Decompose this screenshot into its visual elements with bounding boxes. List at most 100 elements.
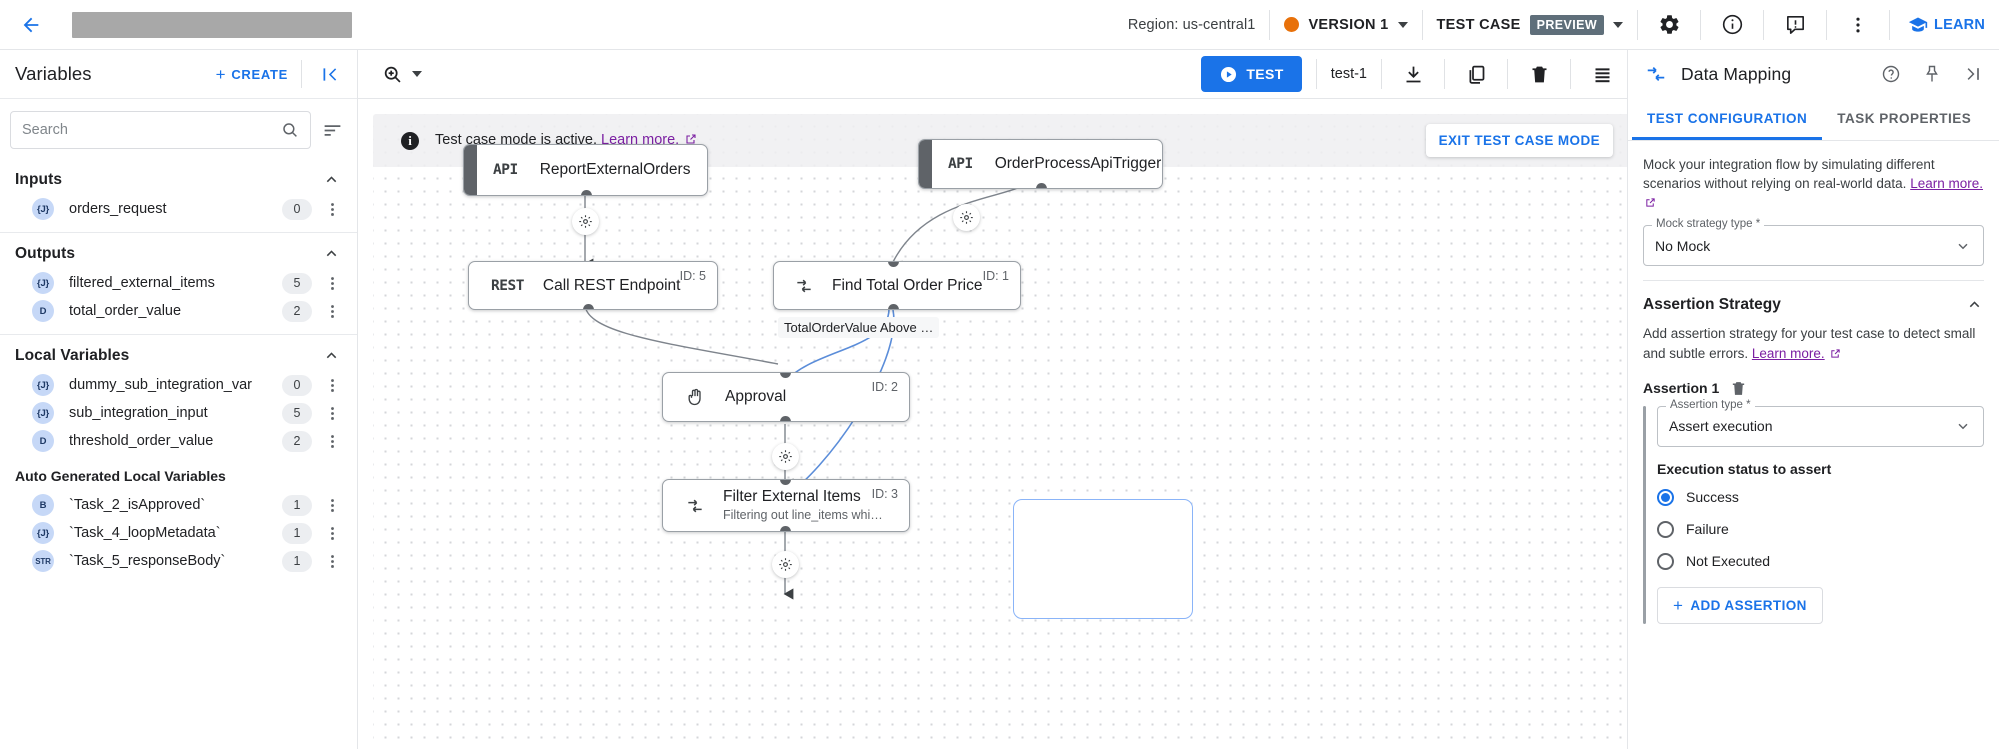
chevron-down-icon <box>1954 237 1972 255</box>
feedback-icon[interactable] <box>1778 8 1812 42</box>
list-item[interactable]: {J} filtered_external_items 5 <box>0 269 357 297</box>
list-item[interactable]: B `Task_2_isApproved` 1 <box>0 491 357 519</box>
row-kebab-icon[interactable] <box>321 525 343 542</box>
download-icon[interactable] <box>1396 57 1430 91</box>
node-order-process-api-trigger[interactable]: API OrderProcessApiTrigger <box>918 139 1163 189</box>
section-header-inputs[interactable]: Inputs <box>0 159 357 195</box>
row-kebab-icon[interactable] <box>321 497 343 514</box>
list-item[interactable]: {J} orders_request 0 <box>0 195 357 223</box>
node-approval[interactable]: Approval ID: 2 <box>662 372 910 422</box>
edge-condition-label[interactable]: TotalOrderValue Above … <box>778 317 940 338</box>
radio-button[interactable] <box>1657 552 1674 570</box>
gear-icon[interactable] <box>1652 8 1686 42</box>
type-badge: {J} <box>32 272 54 294</box>
edge-gear-icon[interactable] <box>572 208 599 235</box>
edge-gear-icon[interactable] <box>772 551 799 578</box>
chevron-down-icon <box>1954 417 1972 435</box>
divider <box>1315 59 1317 89</box>
list-item[interactable]: STR `Task_5_responseBody` 1 <box>0 547 357 575</box>
list-item[interactable]: {J} sub_integration_input 5 <box>0 399 357 427</box>
run-test-button[interactable]: TEST <box>1201 56 1302 92</box>
delete-assertion-icon[interactable] <box>1730 380 1747 397</box>
row-kebab-icon[interactable] <box>321 377 343 394</box>
collapse-right-icon[interactable] <box>1959 60 1987 88</box>
list-item[interactable]: D threshold_order_value 2 <box>0 427 357 455</box>
add-assertion-button[interactable]: + ADD ASSERTION <box>1657 586 1823 624</box>
collapse-sidebar-icon[interactable] <box>315 59 345 89</box>
radio-label: Not Executed <box>1686 553 1771 570</box>
selected-node-outline[interactable] <box>1013 499 1193 619</box>
row-kebab-icon[interactable] <box>321 553 343 570</box>
node-input-port[interactable] <box>780 480 791 485</box>
node-title: Filter External Items <box>723 487 861 505</box>
node-filter-external-items[interactable]: Filter External Items Filtering out line… <box>662 479 910 532</box>
assertion-type-select[interactable]: Assert execution <box>1657 405 1984 447</box>
variables-list[interactable]: Inputs {J} orders_request 0 Outputs <box>0 159 357 749</box>
create-variable-button[interactable]: + CREATE <box>216 66 288 83</box>
list-item[interactable]: D total_order_value 2 <box>0 297 357 325</box>
node-output-port[interactable] <box>1036 183 1047 188</box>
radio-option-not-executed[interactable]: Not Executed <box>1657 550 1984 573</box>
flow-canvas[interactable]: i Test case mode is active. Learn more. … <box>373 114 1627 749</box>
info-icon[interactable] <box>1715 8 1749 42</box>
radio-option-failure[interactable]: Failure <box>1657 518 1984 541</box>
version-selector[interactable]: VERSION 1 <box>1284 17 1408 33</box>
mock-strategy-select[interactable]: No Mock <box>1643 225 1984 267</box>
node-call-rest-endpoint[interactable]: REST Call REST Endpoint ID: 5 <box>468 261 718 310</box>
search-box[interactable] <box>10 111 311 149</box>
sort-icon[interactable] <box>319 117 345 143</box>
exit-test-case-mode-button[interactable]: EXIT TEST CASE MODE <box>1425 124 1613 157</box>
test-button-label: TEST <box>1246 66 1284 82</box>
row-kebab-icon[interactable] <box>321 303 343 320</box>
radio-option-success[interactable]: Success <box>1657 486 1984 509</box>
tab-test-configuration[interactable]: TEST CONFIGURATION <box>1632 98 1823 140</box>
assertion-learn-more-link[interactable]: Learn more. <box>1751 345 1825 361</box>
learn-button[interactable]: LEARN <box>1904 15 1985 35</box>
section-header-outputs[interactable]: Outputs <box>0 233 357 269</box>
copy-icon[interactable] <box>1459 57 1493 91</box>
variable-name: filtered_external_items <box>69 275 215 291</box>
row-kebab-icon[interactable] <box>321 275 343 292</box>
back-arrow-icon[interactable] <box>18 12 44 38</box>
mock-strategy-field[interactable]: Mock strategy type * No Mock <box>1643 218 1984 267</box>
radio-button[interactable] <box>1657 520 1674 538</box>
create-label: CREATE <box>231 66 288 82</box>
list-item[interactable]: {J} `Task_4_loopMetadata` 1 <box>0 519 357 547</box>
help-icon[interactable] <box>1877 60 1905 88</box>
node-report-external-orders[interactable]: API ReportExternalOrders <box>463 144 708 196</box>
node-id-badge: ID: 1 <box>982 269 1009 283</box>
api-icon: API <box>493 162 518 178</box>
pin-icon[interactable] <box>1918 60 1946 88</box>
test-case-selector[interactable]: TEST CASE PREVIEW <box>1437 14 1624 35</box>
type-badge: {J} <box>32 402 54 424</box>
assertion-type-field[interactable]: Assertion type * Assert execution <box>1657 398 1984 447</box>
node-find-total-order-price[interactable]: Find Total Order Price ID: 1 <box>773 261 1021 310</box>
row-kebab-icon[interactable] <box>321 433 343 450</box>
sidebar-title: Variables <box>15 63 92 84</box>
node-output-port[interactable] <box>581 190 592 195</box>
kebab-menu-icon[interactable] <box>1841 8 1875 42</box>
node-output-port[interactable] <box>780 416 791 421</box>
edge-gear-icon[interactable] <box>953 204 980 231</box>
tab-task-properties[interactable]: TASK PROPERTIES <box>1837 111 1972 126</box>
assertion-strategy-header[interactable]: Assertion Strategy <box>1643 281 1984 318</box>
zoom-control[interactable] <box>382 64 422 85</box>
node-output-port[interactable] <box>780 526 791 531</box>
node-id-badge: ID: 3 <box>871 487 898 501</box>
row-kebab-icon[interactable] <box>321 201 343 218</box>
node-input-port[interactable] <box>888 262 899 267</box>
node-input-port[interactable] <box>780 373 791 378</box>
search-input[interactable] <box>22 122 281 138</box>
radio-button[interactable] <box>1657 488 1674 506</box>
node-output-port[interactable] <box>583 304 594 309</box>
list-icon[interactable] <box>1585 57 1619 91</box>
list-item[interactable]: {J} dummy_sub_integration_var 0 <box>0 371 357 399</box>
section-header-local-variables[interactable]: Local Variables <box>0 335 357 371</box>
mock-learn-more-link[interactable]: Learn more. <box>1910 176 1983 192</box>
node-output-port[interactable] <box>888 304 899 309</box>
node-body: Filter External Items Filtering out line… <box>663 480 909 531</box>
row-kebab-icon[interactable] <box>321 405 343 422</box>
edge-gear-icon[interactable] <box>772 443 799 470</box>
delete-icon[interactable] <box>1522 57 1556 91</box>
external-link-icon <box>1645 194 1656 213</box>
